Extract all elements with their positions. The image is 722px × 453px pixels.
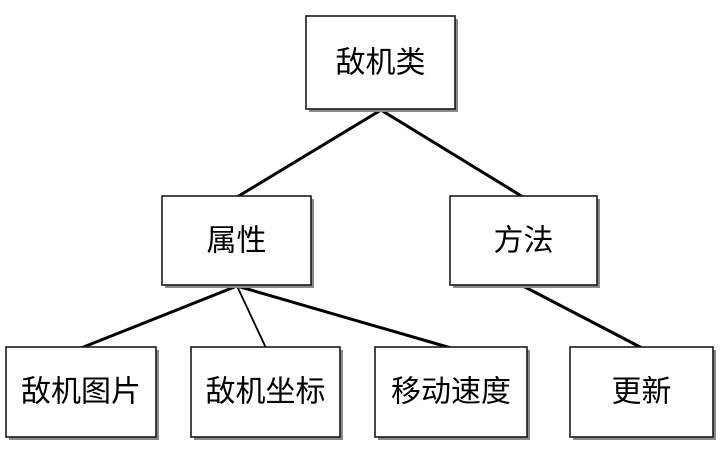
node-move-speed-label: 移动速度	[391, 375, 511, 410]
node-methods[interactable]: 方法	[449, 195, 600, 288]
edge-attributes-to-enemy-image	[80, 284, 238, 350]
edge-root-to-attributes	[236, 108, 382, 199]
node-enemy-coordinate[interactable]: 敌机坐标	[190, 346, 343, 440]
connector-group	[80, 108, 643, 350]
node-root-box	[305, 15, 456, 110]
node-attributes[interactable]: 属性	[161, 195, 314, 288]
node-enemy-coordinate-box	[190, 346, 341, 438]
node-update-box	[569, 346, 714, 438]
node-move-speed[interactable]: 移动速度	[374, 346, 530, 440]
node-root-enemy-class[interactable]: 敌机类	[305, 15, 458, 112]
node-enemy-coordinate-label: 敌机坐标	[206, 375, 326, 410]
node-move-speed-box	[374, 346, 528, 438]
node-attributes-box	[161, 195, 312, 286]
edge-attributes-to-enemy-coord	[236, 285, 267, 349]
node-enemy-image-label: 敌机图片	[21, 375, 141, 410]
node-update-label: 更新	[612, 375, 672, 410]
edge-attributes-to-move-speed	[236, 284, 452, 350]
edge-root-to-methods	[380, 108, 524, 199]
node-enemy-image[interactable]: 敌机图片	[5, 346, 159, 440]
node-methods-label: 方法	[494, 224, 554, 259]
node-update[interactable]: 更新	[569, 346, 716, 440]
node-methods-box	[449, 195, 598, 286]
edge-methods-to-update	[522, 284, 643, 350]
node-root-label: 敌机类	[336, 46, 426, 81]
node-enemy-image-box	[5, 346, 157, 438]
node-attributes-label: 属性	[207, 224, 267, 259]
